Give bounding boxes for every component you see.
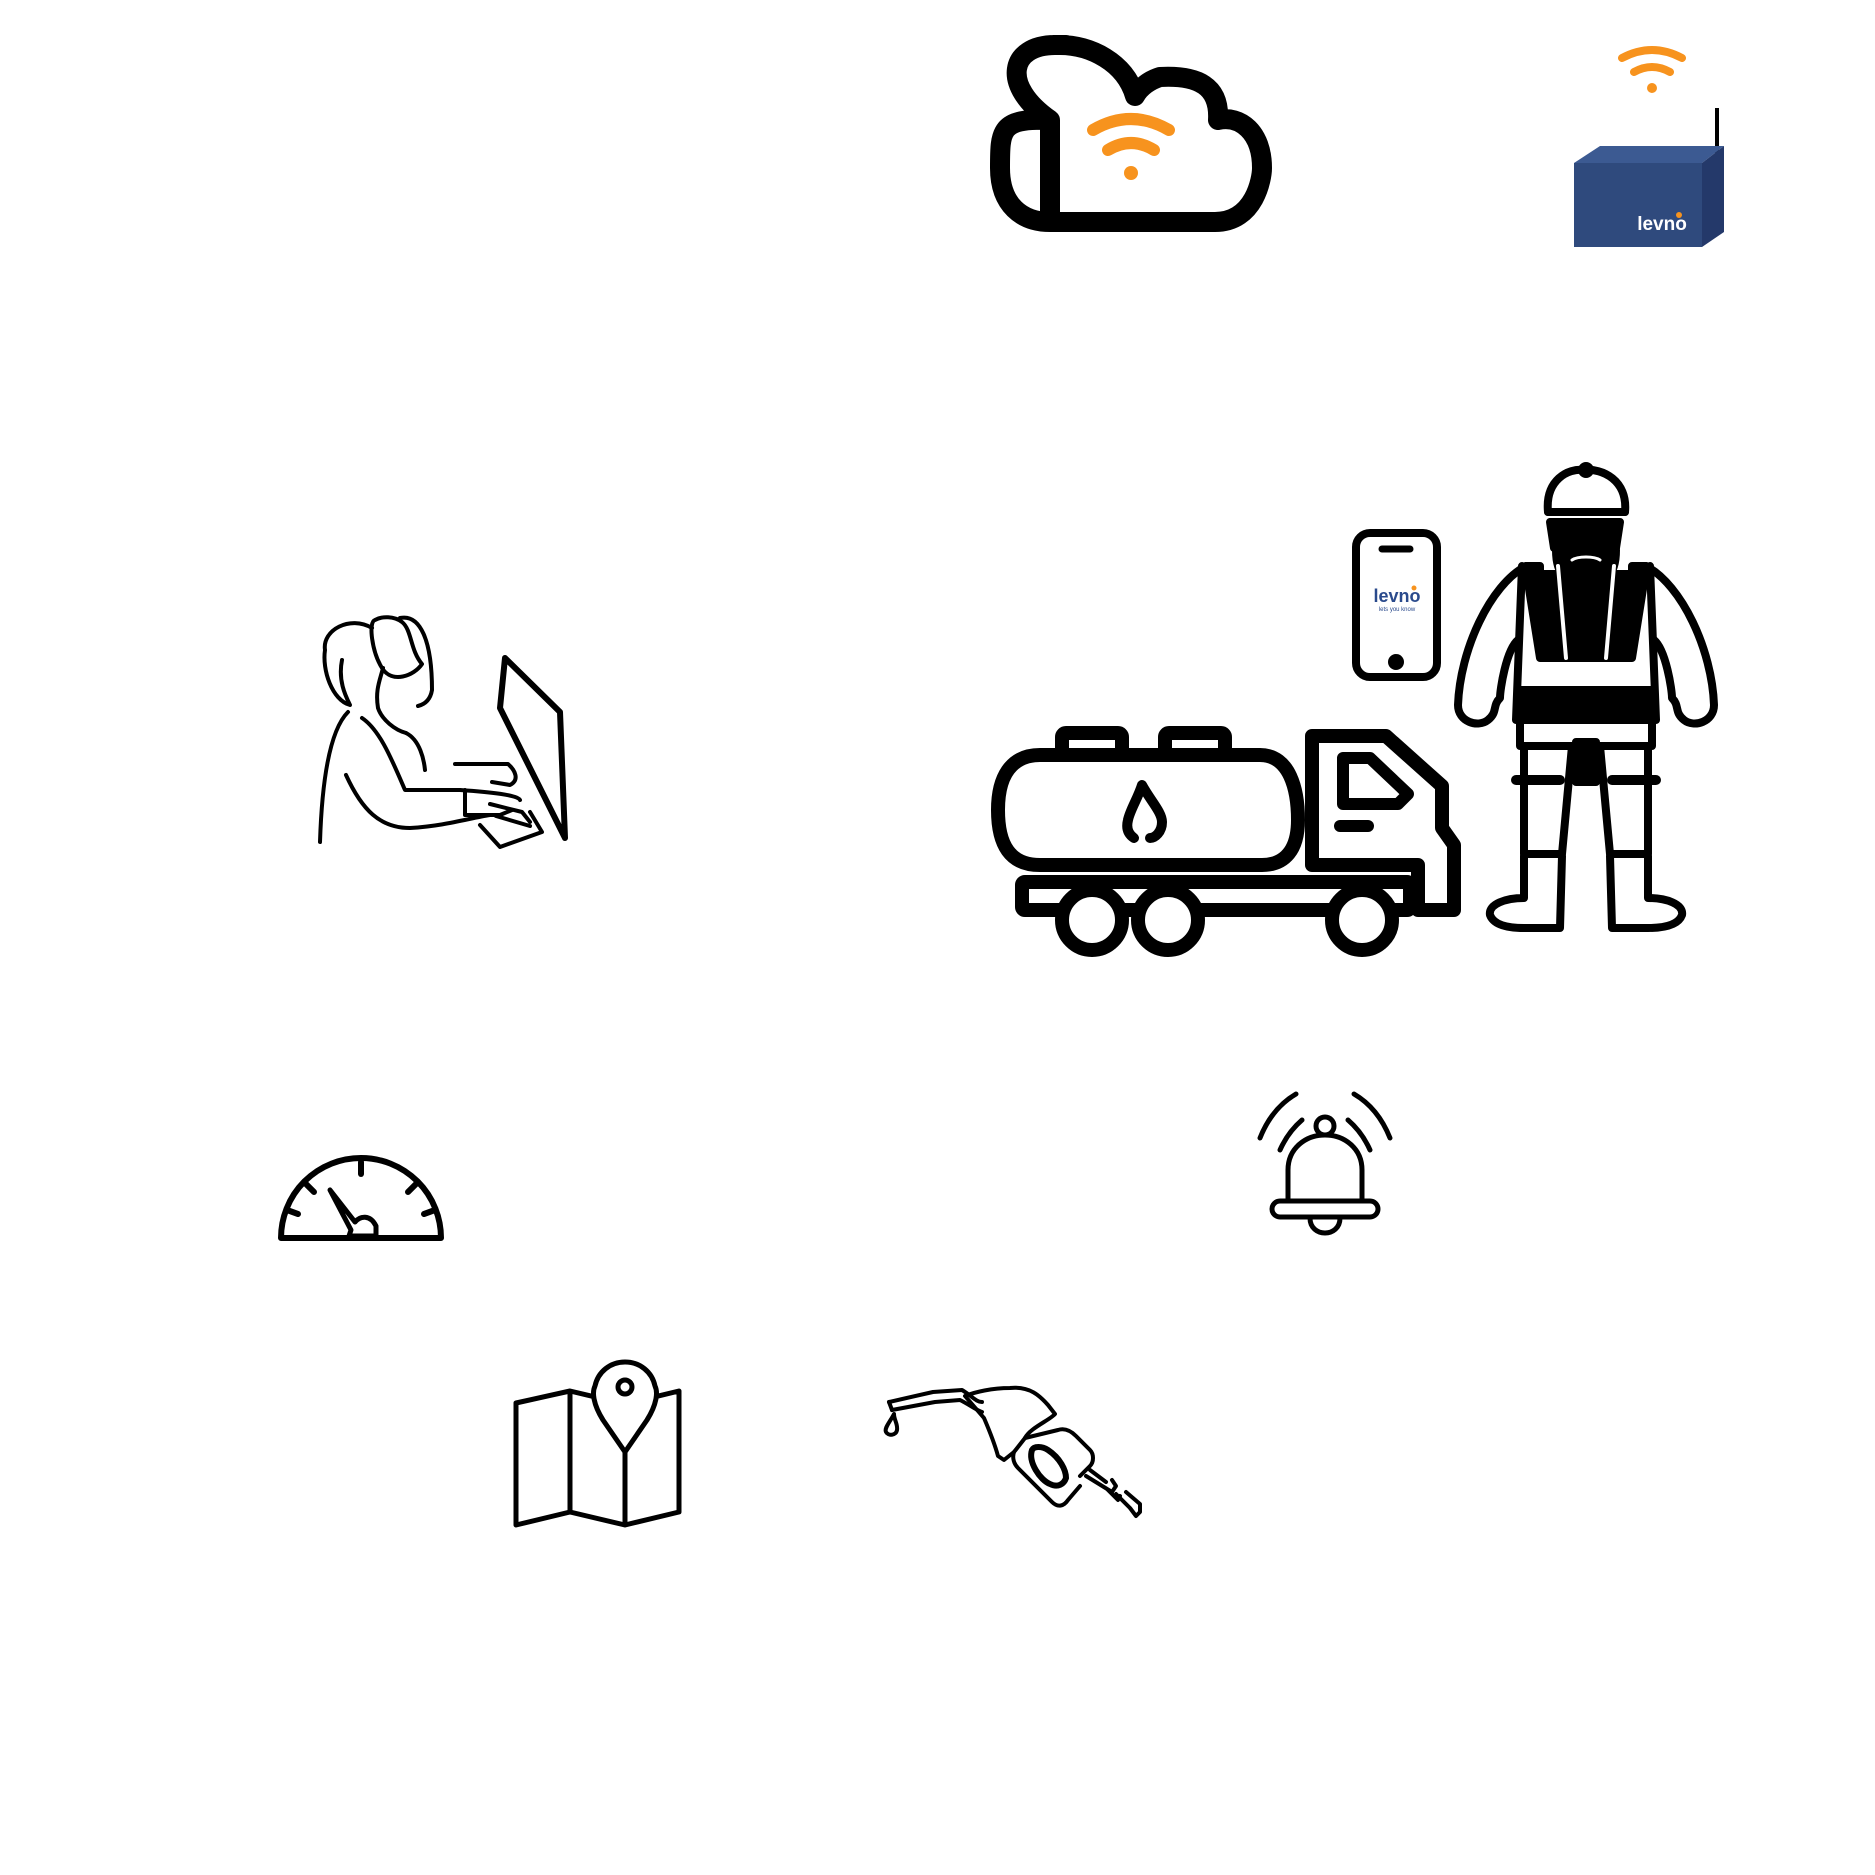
- phone-tagline-label: lets you know: [1379, 607, 1416, 613]
- phone-brand-label: levno: [1373, 586, 1420, 606]
- office-worker-computer-icon: [318, 615, 568, 849]
- smartphone-levno-app-icon: levno lets you know: [1352, 529, 1441, 681]
- levno-gateway-icon: levno: [1574, 46, 1724, 247]
- fuel-tanker-truck-icon: [991, 726, 1461, 957]
- cloud-wifi-icon: [990, 34, 1272, 232]
- gateway-brand-label: levno: [1637, 214, 1687, 235]
- alert-bell-icon: [1257, 1091, 1393, 1236]
- map-location-pin-icon: [513, 1359, 682, 1528]
- speedometer-gauge-icon: [278, 1155, 444, 1241]
- field-worker-icon: [1454, 462, 1718, 932]
- fuel-nozzle-icon: [883, 1385, 1142, 1518]
